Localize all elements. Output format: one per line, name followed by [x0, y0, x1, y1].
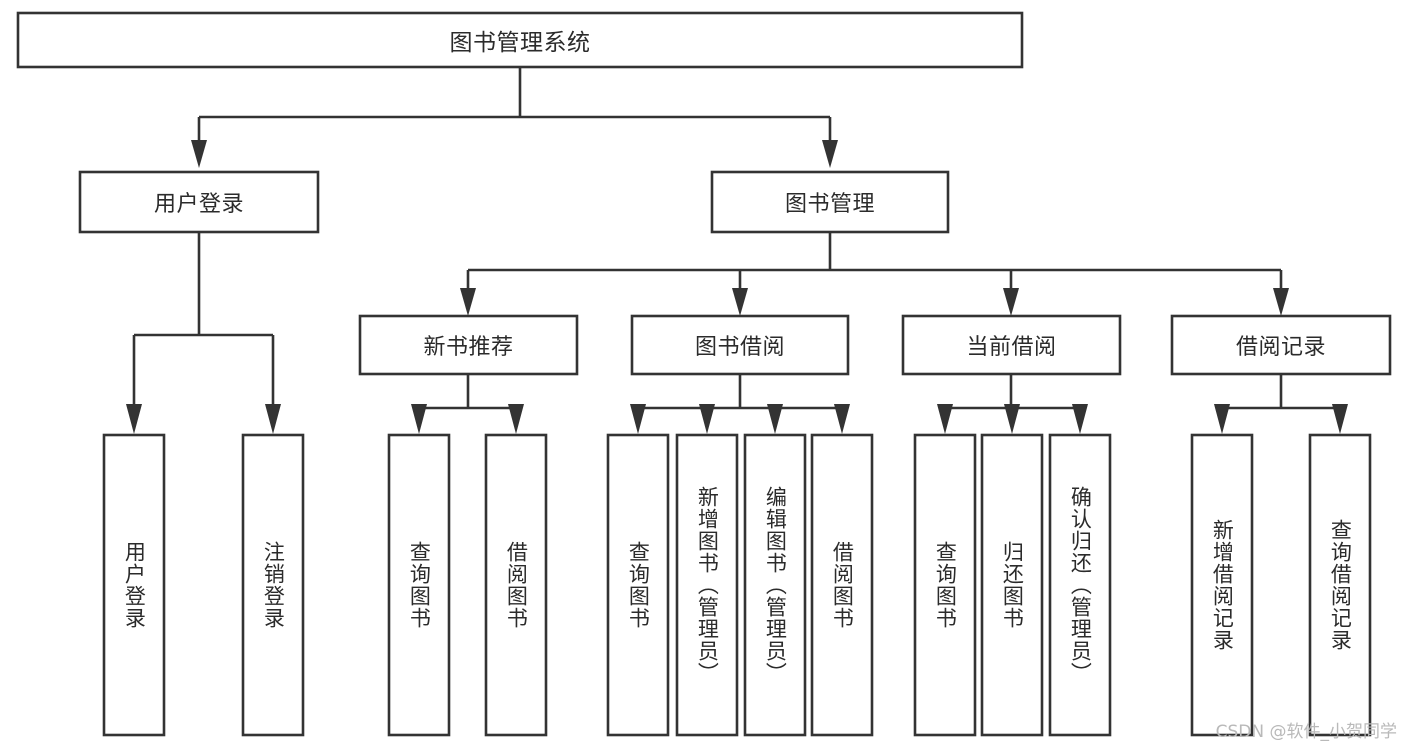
leaf-box-user-login-logout[interactable]: [241, 433, 305, 737]
arrow-head-br-leaf-2: [1332, 404, 1348, 434]
arrow-head-bb-leaf-2: [699, 404, 715, 434]
leaf-box-bb-edit-book[interactable]: [743, 433, 807, 737]
arrow-head-bb-leaf-3: [767, 404, 783, 434]
arrow-head-borrow-record: [1273, 288, 1289, 316]
arrow-head-book-mgmt: [822, 140, 838, 168]
leaf-box-cb-return-book[interactable]: [980, 433, 1044, 737]
arrow-head-br-leaf-1: [1214, 404, 1230, 434]
arrow-head-current-borrow: [1003, 288, 1019, 316]
arrow-head-nb-leaf-1: [411, 404, 427, 434]
arrow-head-cb-leaf-2: [1004, 404, 1020, 434]
node-book-borrow[interactable]: [630, 314, 850, 376]
node-current-borrow[interactable]: [901, 314, 1122, 376]
leaf-box-cb-query-book[interactable]: [913, 433, 977, 737]
arrow-head-leaf-user-login: [126, 404, 142, 434]
arrow-head-bb-leaf-1: [630, 404, 646, 434]
node-book-management[interactable]: [710, 170, 950, 234]
leaf-box-nb-query-book[interactable]: [387, 433, 451, 737]
node-borrow-record[interactable]: [1170, 314, 1392, 376]
leaf-box-user-login-login[interactable]: [102, 433, 166, 737]
arrow-head-new-book: [460, 288, 476, 316]
node-user-login[interactable]: [78, 170, 320, 234]
node-new-book-recommend[interactable]: [358, 314, 579, 376]
arrow-head-book-borrow: [732, 288, 748, 316]
leaf-box-cb-confirm-return[interactable]: [1048, 433, 1112, 737]
leaf-box-nb-borrow-book[interactable]: [484, 433, 548, 737]
arrow-head-nb-leaf-2: [508, 404, 524, 434]
arrow-head-leaf-logout: [265, 404, 281, 434]
leaf-box-br-add-record[interactable]: [1190, 433, 1254, 737]
arrow-head-user-login: [191, 140, 207, 168]
leaf-box-bb-borrow-book[interactable]: [810, 433, 874, 737]
arrow-head-cb-leaf-1: [937, 404, 953, 434]
leaf-box-bb-query-book[interactable]: [606, 433, 670, 737]
leaf-box-br-query-record[interactable]: [1308, 433, 1372, 737]
node-root-system[interactable]: [16, 11, 1024, 69]
arrow-head-bb-leaf-4: [834, 404, 850, 434]
leaf-box-bb-add-book[interactable]: [675, 433, 739, 737]
arrow-head-cb-leaf-3: [1072, 404, 1088, 434]
